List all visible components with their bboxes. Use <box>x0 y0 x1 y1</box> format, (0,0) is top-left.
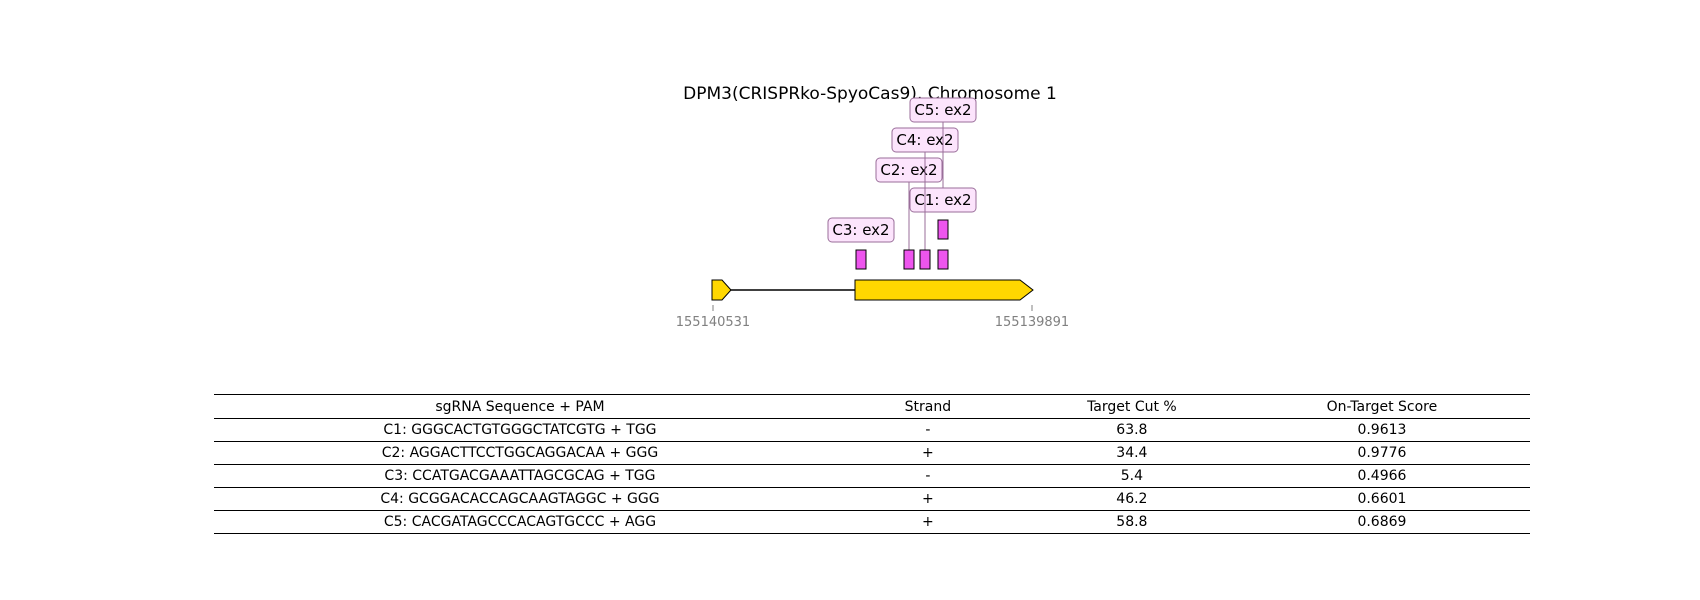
cell-on-target-score: 0.4966 <box>1233 464 1530 488</box>
table-row: C5: CACGATAGCCCACAGTGCCC + AGG + 58.8 0.… <box>214 510 1530 534</box>
sgrna-table-container: sgRNA Sequence + PAM Strand Target Cut %… <box>214 394 1530 534</box>
guide-marker <box>937 219 949 240</box>
table-row: C3: CCATGACGAAATTAGCGCAG + TGG - 5.4 0.4… <box>214 464 1530 488</box>
table-row: C1: GGGCACTGTGGGCTATCGTG + TGG - 63.8 0.… <box>214 418 1530 442</box>
cell-sequence: C3: CCATGACGAAATTAGCGCAG + TGG <box>214 464 826 488</box>
coord-label-right: 155139891 <box>995 315 1069 330</box>
header-sequence: sgRNA Sequence + PAM <box>214 394 826 419</box>
guide-c4: C4: ex2 <box>891 127 959 270</box>
cell-strand: + <box>825 487 1030 511</box>
cell-on-target-score: 0.9776 <box>1233 441 1530 465</box>
sgrna-table: sgRNA Sequence + PAM Strand Target Cut %… <box>214 394 1530 534</box>
guide-label-box <box>891 127 959 153</box>
coordinate-axis: 155140531 155139891 <box>676 305 1069 330</box>
guide-label: C2: ex2 <box>880 161 937 179</box>
guide-marker <box>937 249 949 270</box>
cell-sequence: C5: CACGATAGCCCACAGTGCCC + AGG <box>214 510 826 534</box>
cell-cut-percent: 34.4 <box>1029 441 1234 465</box>
guide-label-box <box>827 217 895 243</box>
guide-label: C5: ex2 <box>914 101 971 119</box>
diagram-title: DPM3(CRISPRko-SpyoCas9), Chromosome 1 <box>683 84 1057 104</box>
guide-c1: C1: ex2 <box>909 187 977 240</box>
cell-cut-percent: 5.4 <box>1029 464 1234 488</box>
cell-cut-percent: 58.8 <box>1029 510 1234 534</box>
guide-label: C4: ex2 <box>896 131 953 149</box>
cell-strand: + <box>825 441 1030 465</box>
cell-sequence: C1: GGGCACTGTGGGCTATCGTG + TGG <box>214 418 826 442</box>
guide-c2: C2: ex2 <box>875 157 943 270</box>
cell-sequence: C2: AGGACTTCCTGGCAGGACAA + GGG <box>214 441 826 465</box>
cell-sequence: C4: GCGGACACCAGCAAGTAGGC + GGG <box>214 487 826 511</box>
guide-label: C3: ex2 <box>832 221 889 239</box>
exon-1 <box>711 279 732 301</box>
table-row: C4: GCGGACACCAGCAAGTAGGC + GGG + 46.2 0.… <box>214 487 1530 511</box>
table-header-row: sgRNA Sequence + PAM Strand Target Cut %… <box>214 394 1530 419</box>
coord-label-left: 155140531 <box>676 315 750 330</box>
cell-cut-percent: 63.8 <box>1029 418 1234 442</box>
cell-strand: + <box>825 510 1030 534</box>
gene-diagram: DPM3(CRISPRko-SpyoCas9), Chromosome 1 15… <box>676 84 1069 330</box>
guide-marker <box>903 249 915 270</box>
cell-on-target-score: 0.9613 <box>1233 418 1530 442</box>
gene-model <box>711 279 1034 301</box>
guide-c3: C3: ex2 <box>827 217 895 270</box>
cell-cut-percent: 46.2 <box>1029 487 1234 511</box>
guide-label-box <box>909 97 977 123</box>
header-cut-percent: Target Cut % <box>1029 394 1234 419</box>
exon-2 <box>854 279 1034 301</box>
guide-c5: C5: ex2 <box>909 97 977 270</box>
cell-strand: - <box>825 418 1030 442</box>
table-row: C2: AGGACTTCCTGGCAGGACAA + GGG + 34.4 0.… <box>214 441 1530 465</box>
guide-label: C1: ex2 <box>914 191 971 209</box>
guide-marker <box>855 249 867 270</box>
guide-marker <box>919 249 931 270</box>
cell-on-target-score: 0.6869 <box>1233 510 1530 534</box>
header-strand: Strand <box>825 394 1030 419</box>
cell-strand: - <box>825 464 1030 488</box>
header-on-target-score: On-Target Score <box>1233 394 1530 419</box>
cell-on-target-score: 0.6601 <box>1233 487 1530 511</box>
